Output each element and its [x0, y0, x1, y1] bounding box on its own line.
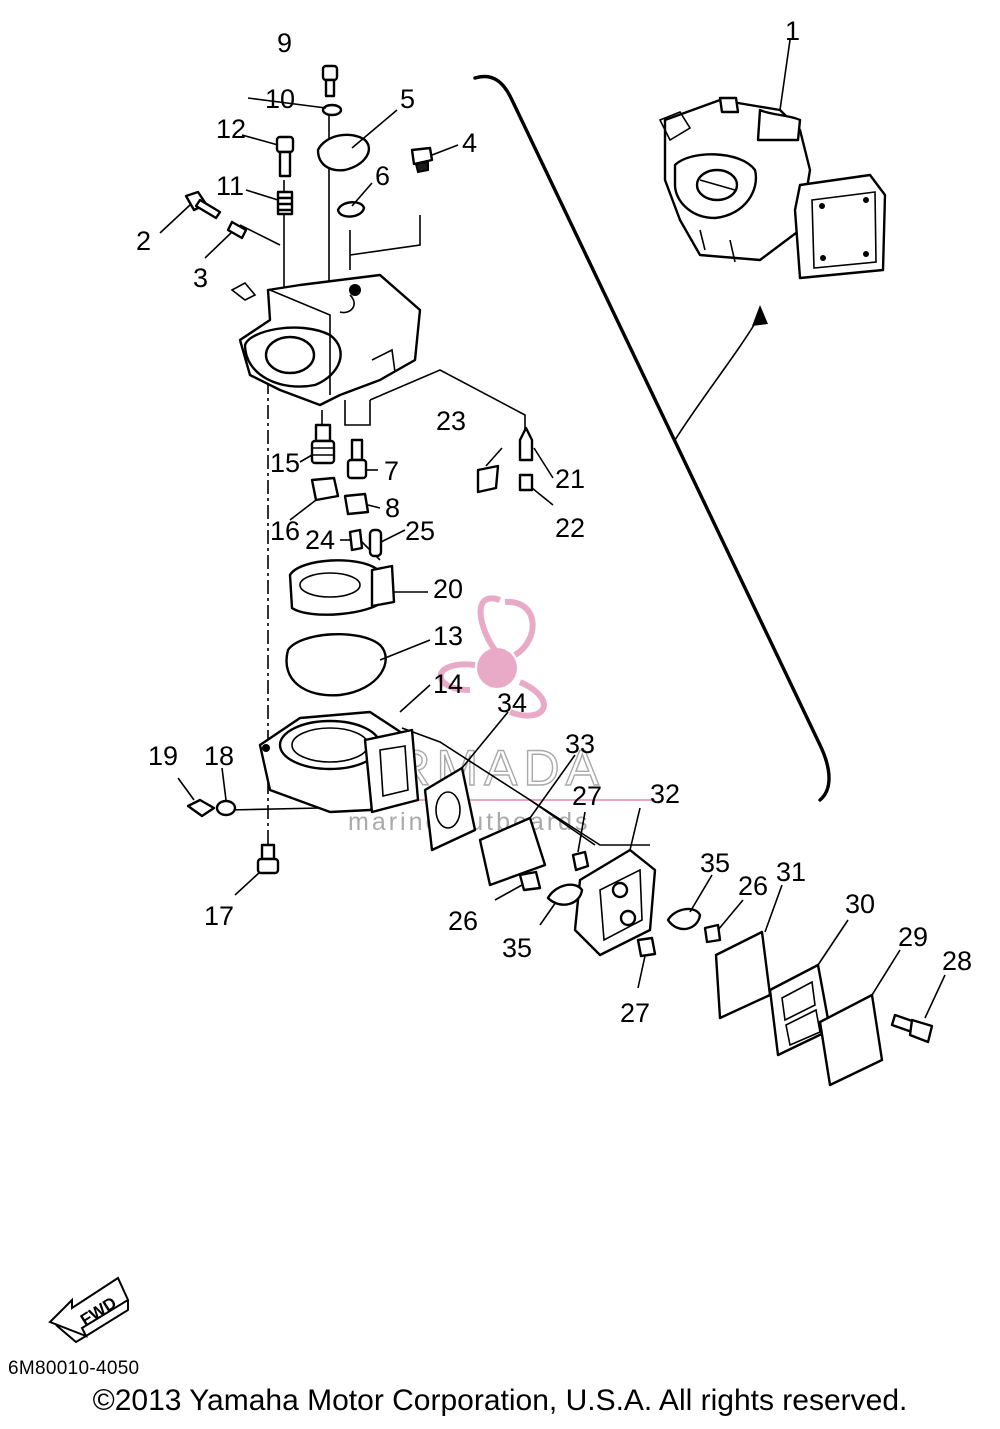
callout-35-left: 35 [502, 933, 532, 963]
callout-30: 30 [845, 889, 875, 919]
part-34-gasket [423, 766, 477, 852]
carburetor-body [230, 273, 422, 407]
callout-leaders [159, 39, 946, 1019]
part-28-screw [890, 1013, 934, 1044]
part-14-float-chamber [258, 710, 420, 814]
part-31-diaphragm [714, 930, 772, 1020]
callout-34: 34 [497, 688, 527, 718]
callout-33: 33 [565, 729, 595, 759]
callout-9: 9 [277, 28, 292, 58]
callout-28: 28 [942, 946, 972, 976]
callout-2: 2 [136, 226, 151, 256]
callout-27-lower: 27 [620, 998, 650, 1028]
copyright-notice: ©2013 Yamaha Motor Corporation, U.S.A. A… [92, 1384, 908, 1417]
part-2-screw [184, 190, 222, 220]
callout-12: 12 [216, 114, 246, 144]
part-21-needle [518, 426, 534, 462]
part-26-screw-right [703, 923, 722, 944]
part-17-screw [256, 843, 280, 875]
callout-31: 31 [776, 857, 806, 887]
callout-29: 29 [898, 922, 928, 952]
part-26-screw-left [518, 870, 542, 892]
callout-18: 18 [204, 741, 234, 771]
part-25-pin [368, 528, 383, 558]
part-11-spring [276, 190, 294, 216]
part-15-jet [310, 423, 336, 465]
part-8-plug [343, 492, 370, 516]
callout-15: 15 [270, 448, 300, 478]
carburetor-assembly-view [473, 74, 887, 802]
part-18-washer [215, 799, 237, 817]
callout-4: 4 [462, 128, 477, 158]
callout-13: 13 [433, 621, 463, 651]
callout-22: 22 [555, 513, 585, 543]
callout-26-right: 26 [738, 871, 768, 901]
part-29-cover [818, 993, 884, 1087]
fwd-direction-arrow: FWD [48, 1276, 130, 1344]
callout-20: 20 [433, 574, 463, 604]
callout-numbers: 1 2 3 4 5 6 7 8 9 10 11 12 13 14 15 16 1… [136, 16, 972, 1028]
callout-11: 11 [216, 171, 244, 201]
callout-1: 1 [785, 16, 800, 46]
part-9-screw [321, 64, 339, 98]
callout-23: 23 [436, 406, 466, 436]
callout-3: 3 [193, 263, 208, 293]
callout-8: 8 [385, 493, 400, 523]
part-35-valve-right [666, 907, 702, 931]
part-27-nut-upper [571, 850, 590, 872]
callout-16: 16 [270, 516, 300, 546]
part-35-valve-left [546, 883, 584, 906]
callout-5: 5 [400, 84, 415, 114]
part-27-nut-lower [636, 936, 657, 958]
part-12-screw [275, 135, 295, 178]
callout-25: 25 [405, 516, 435, 546]
part-20-float [288, 559, 396, 616]
callout-14: 14 [433, 669, 463, 699]
callout-24: 24 [305, 525, 335, 555]
diagram-code: 6M80010-4050 [8, 1358, 140, 1379]
part-7-jet [346, 438, 368, 480]
callout-17: 17 [204, 901, 234, 931]
callout-32: 32 [650, 779, 680, 809]
part-22-seat [518, 473, 534, 492]
callout-26-left: 26 [448, 906, 478, 936]
callout-6: 6 [375, 161, 390, 191]
part-10-washer [321, 103, 343, 117]
callout-21: 21 [555, 464, 585, 494]
part-13-gasket [285, 632, 387, 697]
callout-19: 19 [148, 741, 178, 771]
part-6-pin [336, 201, 366, 218]
part-32-pump-body [573, 848, 657, 957]
propeller-logo [437, 595, 547, 719]
part-23-gasket [476, 464, 500, 494]
part-16-nut [310, 476, 340, 502]
part-33-gasket [478, 816, 547, 887]
part-19-screw [186, 798, 216, 818]
part-24-screw [348, 528, 364, 552]
part-30-gasket [768, 963, 832, 1057]
callout-7: 7 [384, 456, 399, 486]
part-3-screw [226, 220, 248, 240]
part-4-plug [410, 146, 434, 174]
callout-27-upper: 27 [572, 781, 602, 811]
callout-35-right: 35 [700, 848, 730, 878]
callout-10: 10 [265, 84, 295, 114]
